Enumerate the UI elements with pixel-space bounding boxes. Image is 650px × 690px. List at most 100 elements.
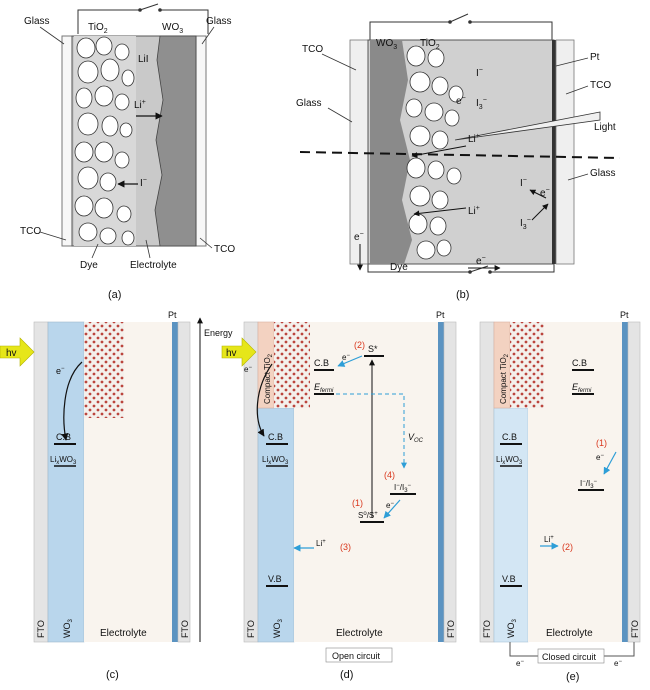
fto-left-c (33, 321, 49, 643)
label-cb-top-e: C.B (572, 358, 587, 368)
label-i3-b-right: I3− (520, 217, 531, 231)
fto-right-d (443, 321, 457, 643)
pt-electrode-d (438, 322, 444, 642)
pt-electrode-e (622, 322, 628, 642)
step-4-d: (4) (384, 470, 395, 480)
panel-e: Compact TiO2 C.B Efermi C.B LixWO3 (1) e… (479, 310, 641, 683)
label-li-plus-d: Li+ (316, 539, 326, 548)
external-circuit-b (367, 13, 555, 274)
label-li-plus-b-bottom: Li+ (468, 205, 480, 217)
label-s-star-d: S* (368, 344, 378, 354)
hv-arrow-d (221, 337, 257, 367)
label-pt-e: Pt (620, 310, 629, 320)
glass-right-plate-b (555, 39, 575, 265)
pt-electrode-b (552, 40, 556, 264)
step-3-d: (3) (340, 542, 351, 552)
label-open-circuit: Open circuit (332, 651, 381, 661)
label-e-minus-e: e− (596, 453, 604, 462)
step-2-e: (2) (562, 542, 573, 552)
step-1-e: (1) (596, 438, 607, 448)
panel-b: WO3 TiO2 TCO Glass Pt TCO Light Glass I−… (296, 13, 621, 301)
tio2-particles-b (405, 45, 464, 260)
regeneration-arrow-d (383, 499, 401, 519)
label-electrolyte-d: Electrolyte (336, 628, 383, 639)
label-wo3-d: WO3 (272, 619, 284, 639)
label-wo3-c: WO3 (62, 619, 74, 639)
label-lixwo3-d: LixWO3 (262, 455, 289, 466)
label-electrolyte-a: Electrolyte (130, 260, 177, 271)
injection-arrow-d (337, 355, 363, 367)
label-fto-left-c: FTO (36, 620, 46, 638)
wo3-layer-c (47, 321, 85, 643)
label-fto-left-e: FTO (482, 620, 492, 638)
hv-label-c: hv (6, 348, 17, 359)
dye-particles-e (510, 322, 544, 408)
hv-arrow-c (0, 337, 35, 367)
wo3-layer-a (154, 35, 197, 247)
caption-c: (c) (106, 669, 119, 681)
electron-path-c (61, 361, 83, 441)
label-efermi-d: Efermi (314, 382, 334, 394)
label-wo3-e: WO3 (506, 619, 518, 639)
label-vb-d: V.B (268, 574, 282, 584)
label-e-minus-d-inject: e− (342, 353, 350, 362)
label-pt-b: Pt (590, 52, 600, 63)
fto-left-e (479, 321, 495, 643)
voc-dashed-d (336, 393, 407, 469)
wo3-layer-b (370, 40, 412, 264)
fto-right-c (177, 321, 191, 643)
caption-b: (b) (456, 289, 469, 301)
label-e-minus-d-left: e− (244, 365, 252, 374)
label-compact-tio2-e: Compact TiO2 (499, 353, 510, 404)
label-vb-e: V.B (502, 574, 516, 584)
label-li-plus-e: Li+ (544, 535, 554, 544)
wo3-layer-e (493, 407, 529, 643)
fto-right-e (627, 321, 641, 643)
label-glass-left-a: Glass (24, 16, 50, 27)
label-tco-left-a: TCO (20, 226, 41, 237)
label-efermi-e: Efermi (572, 382, 592, 394)
label-pt-c: Pt (168, 310, 177, 320)
label-e-minus-b: e− (456, 95, 466, 107)
caption-a: (a) (108, 289, 121, 301)
label-electrolyte-e: Electrolyte (546, 628, 593, 639)
label-i-minus-a: I− (140, 177, 147, 189)
label-tco-right-a: TCO (214, 244, 235, 255)
label-tco-top-b: TCO (302, 44, 323, 55)
electron-path-d (256, 363, 273, 437)
label-cb-top-d: C.B (314, 358, 329, 368)
label-dye-a: Dye (80, 260, 98, 271)
label-e-minus-b-left: e− (354, 231, 364, 243)
dye-particles-d (274, 322, 310, 408)
caption-e: (e) (566, 671, 579, 683)
electrolyte-lower-e (528, 408, 622, 642)
label-closed-circuit: Closed circuit (542, 652, 597, 662)
section-line-b (299, 151, 621, 159)
label-dye-b: Dye (390, 262, 408, 273)
label-li-plus-a: Li+ (134, 99, 146, 111)
open-circuit-box (325, 647, 393, 663)
label-lixwo3-c: LixWO3 (50, 455, 77, 466)
step-2-d: (2) (354, 340, 365, 350)
label-e-minus-b-bottom: e− (476, 255, 486, 267)
wo3-layer-d (257, 407, 295, 643)
label-e-minus-b-right: e− (540, 187, 550, 199)
label-i-minus-b-right: I− (520, 177, 527, 189)
light-beam-b (454, 111, 601, 141)
electron-arrow-e (603, 451, 617, 475)
label-cb-d: C.B (268, 432, 283, 442)
label-pt-d: Pt (436, 310, 445, 320)
label-compact-tio2-d: Compact TiO2 (263, 353, 274, 404)
glass-left-plate (61, 35, 73, 247)
label-wo3-b: WO3 (376, 38, 397, 51)
label-glass-right-a: Glass (206, 16, 232, 27)
pt-electrode-c (172, 322, 178, 642)
label-e-minus-c: e− (56, 366, 65, 376)
label-light-b: Light (594, 122, 616, 133)
label-lii-a: LiI (138, 54, 149, 65)
label-energy: Energy (204, 328, 233, 338)
tio2-particles-a (74, 36, 135, 246)
label-tco-right-b: TCO (590, 80, 611, 91)
label-fto-left-d: FTO (246, 620, 256, 638)
label-e-minus-d-redox: e− (386, 501, 394, 510)
